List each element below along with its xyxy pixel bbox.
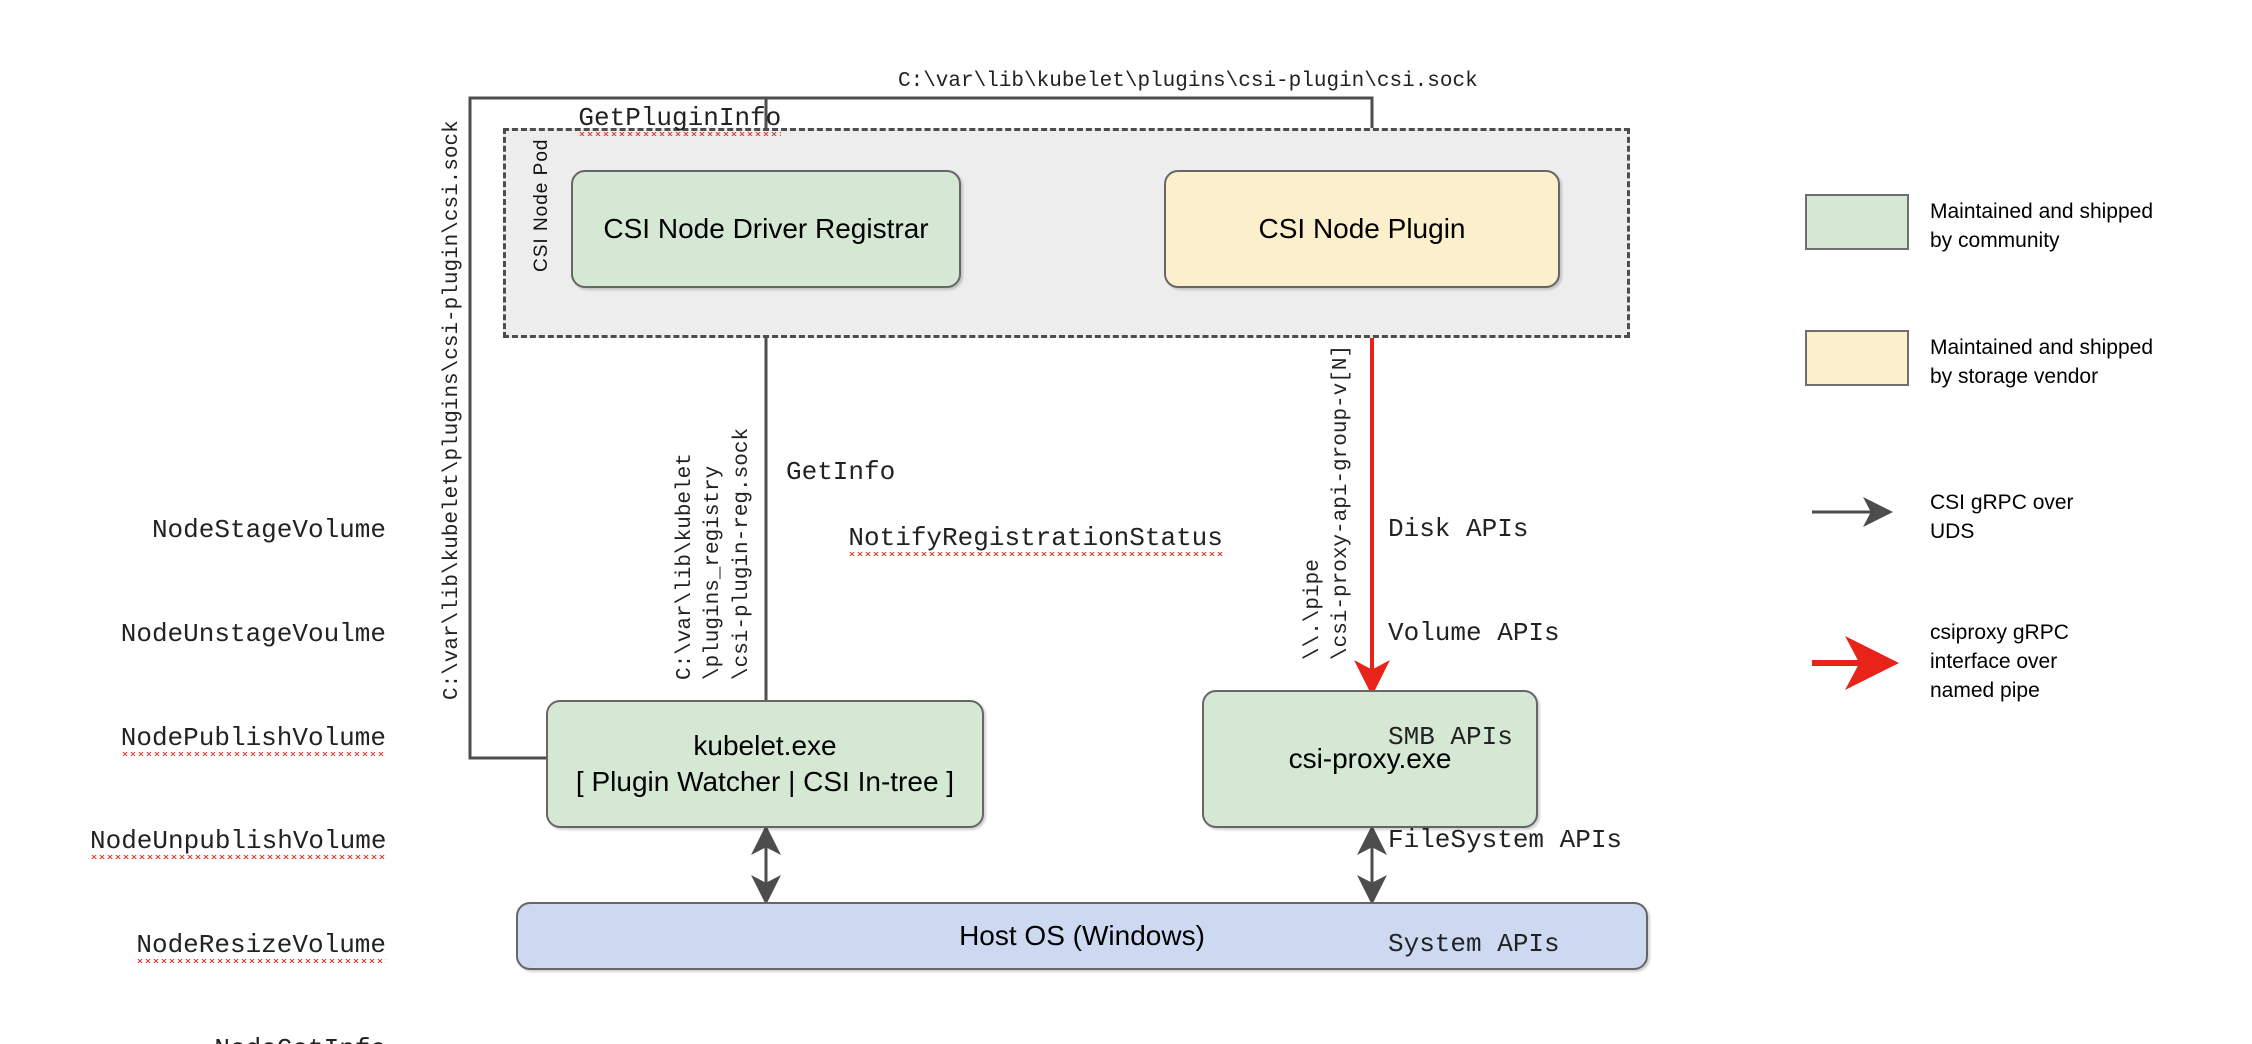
annotation-getplugininfo: GetPluginInfo xyxy=(516,66,782,170)
list-item: SMB APIs xyxy=(1388,721,1513,752)
node-kubelet-exe-label: kubelet.exe xyxy=(693,729,837,761)
node-host-os-label: Host OS (Windows) xyxy=(959,919,1205,951)
list-item: NodeUnstageVoulme xyxy=(120,618,386,649)
legend-label-community: Maintained and shipped by community xyxy=(1930,200,2154,252)
node-kubelet-exe-subtitle: [ Plugin Watcher | CSI In-tree ] xyxy=(575,766,955,797)
annotation-named-pipe-vertical: \\.\pipe \csi-proxy-api-group-v[N] xyxy=(1302,344,1354,660)
legend-swatch-storage-vendor xyxy=(1805,330,1909,386)
list-item: NodePublishVolume xyxy=(90,721,386,756)
node-host-os[interactable]: Host OS (Windows) xyxy=(516,902,1648,970)
legend-swatch-community xyxy=(1805,194,1909,250)
annotation-reg-sock-path-vertical: C:\var\lib\kubelet \plugins_registry \cs… xyxy=(674,427,754,680)
list-item: Disk APIs xyxy=(1388,514,1529,545)
list-item: Volume APIs xyxy=(1388,617,1560,648)
node-csi-node-driver-registrar[interactable]: CSI Node Driver Registrar xyxy=(571,170,961,288)
annotation-csi-sock-path-top: C:\var\lib\kubelet\plugins\csi-plugin\cs… xyxy=(898,70,1478,93)
list-item: NodeResizeVolume xyxy=(90,928,386,963)
node-csi-node-driver-registrar-label: CSI Node Driver Registrar xyxy=(603,212,929,244)
list-item: System APIs xyxy=(1388,929,1560,960)
legend-label-storage-vendor: Maintained and shipped by storage vendor xyxy=(1930,336,2154,388)
annotation-csi-sock-path-vertical: C:\var\lib\kubelet\plugins\csi-plugin\cs… xyxy=(441,120,464,700)
annotation-getinfo: GetInfo xyxy=(786,457,896,487)
node-csi-node-plugin[interactable]: CSI Node Plugin xyxy=(1164,170,1560,288)
node-csi-node-plugin-label: CSI Node Plugin xyxy=(1258,212,1466,244)
list-item: NodeGetInfo xyxy=(90,1032,386,1044)
legend-label-csi-grpc-uds: CSI gRPC over UDS xyxy=(1930,491,2074,543)
annotation-notifyregistrationstatus: NotifyRegistrationStatus xyxy=(786,486,1223,590)
csi-proxy-api-list: Disk APIs Volume APIs SMB APIs FileSyste… xyxy=(1388,443,1622,1031)
list-item: NodeStageVolume xyxy=(151,515,386,546)
list-item: FileSystem APIs xyxy=(1388,825,1623,856)
list-item: NodeUnpublishVolume xyxy=(90,824,387,859)
legend-label-csiproxy-named-pipe: csiproxy gRPC interface over named pipe xyxy=(1930,621,2069,702)
node-service-call-list: NodeStageVolume NodeUnstageVoulme NodePu… xyxy=(90,444,387,1044)
node-kubelet-exe[interactable]: kubelet.exe [ Plugin Watcher | CSI In-tr… xyxy=(546,700,984,828)
node-csi-proxy-exe-label: csi-proxy.exe xyxy=(1288,742,1452,774)
node-csi-proxy-exe[interactable]: csi-proxy.exe xyxy=(1202,690,1538,828)
